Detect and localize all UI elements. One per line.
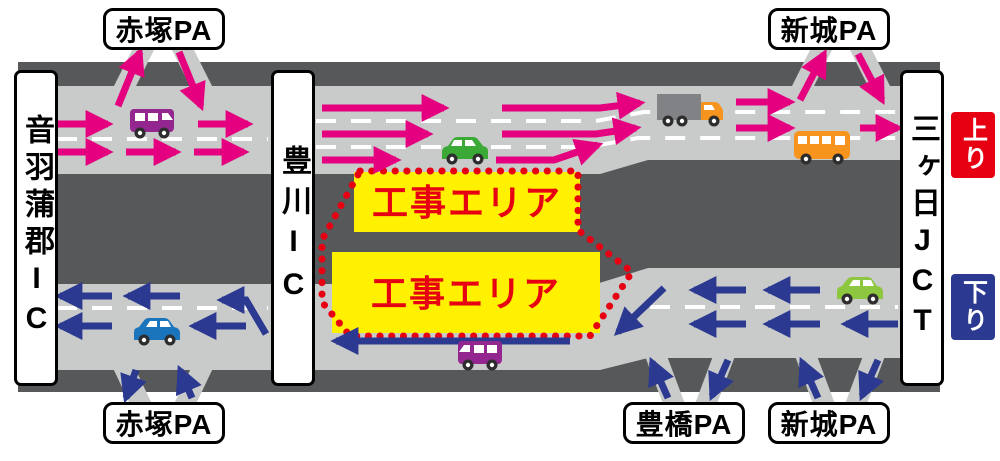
- label-akatsuka-pa-top-text: 赤塚PA: [115, 15, 213, 46]
- up-arrow: [502, 91, 646, 120]
- construction-area-top-box: [354, 172, 580, 232]
- badge-down-direction: 下り: [951, 274, 995, 340]
- construction-area-bottom-label: 工事エリア: [371, 273, 561, 314]
- label-toyokawa-ic: 豊川IC: [271, 70, 315, 386]
- label-otowa-gamagori-ic-text: 音羽蒲郡IC: [20, 114, 53, 342]
- down-arrow-ramp-entry: [175, 364, 202, 400]
- down-arrow-ramp-entry: [648, 356, 674, 400]
- label-toyohashi-pa-bottom: 豊橋PA: [623, 402, 745, 444]
- up-arrow: [502, 117, 642, 146]
- badge-up-direction: 上り: [951, 112, 995, 178]
- up-arrow-merge: [496, 138, 604, 166]
- up-arrow-ramp-exit: [796, 49, 828, 102]
- truck-icon: [657, 94, 723, 127]
- label-toyohashi-pa-bottom-text: 豊橋PA: [635, 409, 733, 440]
- label-shinshiro-pa-bottom: 新城PA: [768, 402, 890, 444]
- up-arrow-ramp-entry: [854, 52, 886, 105]
- label-akatsuka-pa-bottom-text: 赤塚PA: [115, 409, 213, 440]
- up-traffic-arrows: [58, 46, 904, 174]
- badge-up-text: 上り: [959, 117, 988, 173]
- label-mikkabi-jct-text: 三ヶ日JCT: [906, 112, 939, 344]
- down-arrow-ramp-exit: [120, 368, 147, 404]
- down-arrow-detour-shift: [613, 285, 667, 336]
- down-arrow-ramp-entry: [798, 356, 824, 400]
- van-icon: [458, 341, 502, 371]
- construction-zone-outline: [318, 167, 637, 340]
- label-mikkabi-jct: 三ヶ日JCT: [900, 70, 944, 386]
- label-shinshiro-pa-top-text: 新城PA: [780, 15, 878, 46]
- label-akatsuka-pa-bottom: 赤塚PA: [103, 402, 225, 444]
- car-icon: [442, 137, 488, 165]
- label-otowa-gamagori-ic: 音羽蒲郡IC: [14, 70, 58, 386]
- van-icon: [130, 109, 174, 139]
- badge-down-text: 下り: [959, 279, 988, 335]
- down-arrow-ramp-exit: [858, 358, 884, 402]
- down-arrow-ramp-exit: [708, 358, 734, 402]
- label-shinshiro-pa-bottom-text: 新城PA: [780, 409, 878, 440]
- label-akatsuka-pa-top: 赤塚PA: [103, 8, 225, 50]
- construction-area-top-label: 工事エリア: [372, 182, 562, 223]
- construction-area-bottom-box: [332, 252, 600, 333]
- down-traffic-arrows: [54, 276, 898, 404]
- bus-icon: [794, 131, 850, 165]
- up-arrow-ramp-exit: [114, 46, 145, 108]
- label-shinshiro-pa-top: 新城PA: [768, 8, 890, 50]
- car-icon: [837, 277, 883, 305]
- vehicles: [130, 94, 883, 371]
- label-toyokawa-ic-text: 豊川IC: [277, 145, 310, 311]
- up-arrow-ramp-entry: [175, 50, 206, 112]
- car-icon: [134, 318, 180, 346]
- down-arrow-merge-back: [216, 286, 270, 336]
